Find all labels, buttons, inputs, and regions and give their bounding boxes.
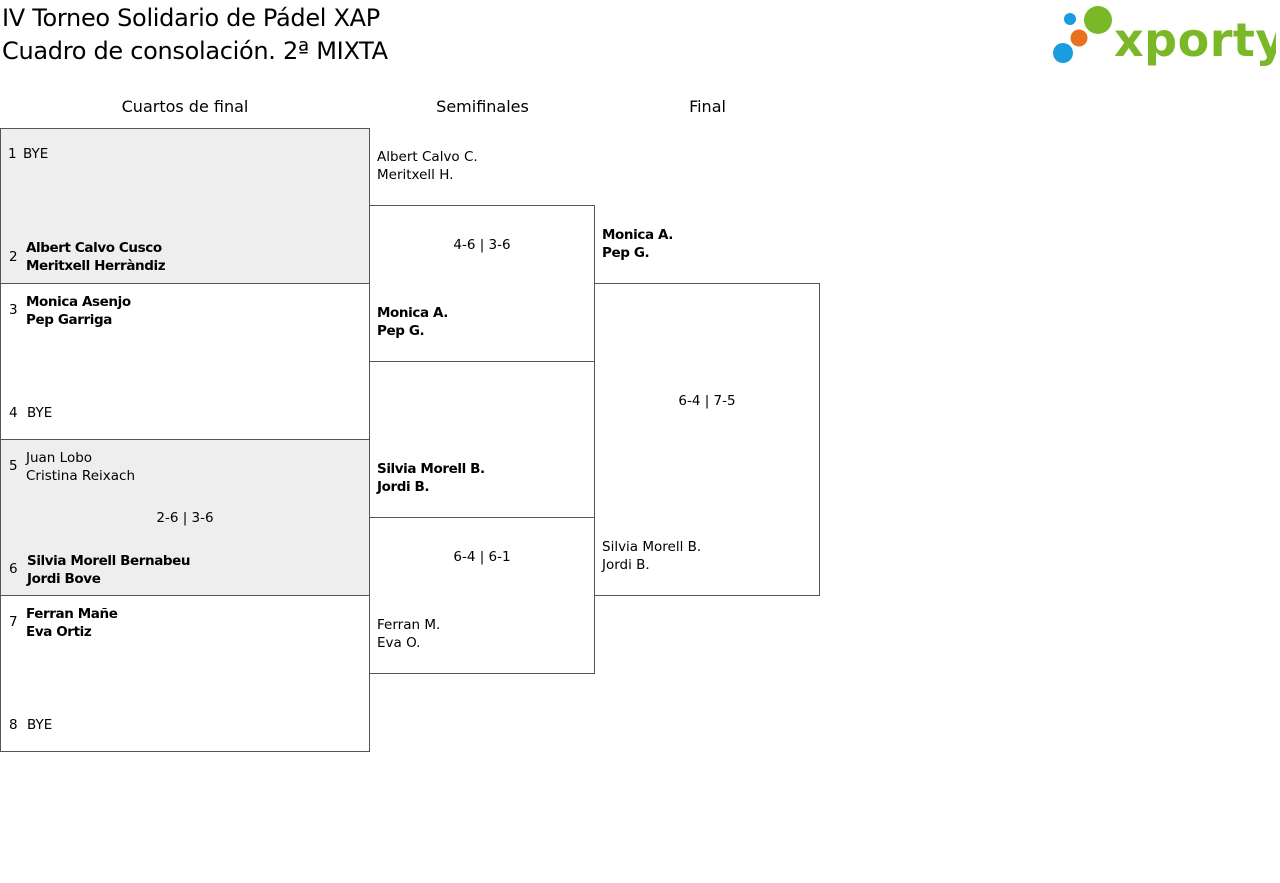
- xporty-logo: xporty: [1053, 6, 1276, 67]
- seed-number: 5: [9, 458, 18, 474]
- seed-number: 4: [9, 405, 18, 421]
- player-name: BYE: [27, 405, 53, 421]
- seed-number: 3: [9, 302, 18, 318]
- logo-text: xporty: [1114, 13, 1276, 67]
- round-header-final: Final: [689, 97, 726, 116]
- page-title: IV Torneo Solidario de Pádel XAP Cuadro …: [2, 2, 388, 68]
- player-name: Silvia Morell B.: [377, 461, 485, 477]
- player-name: Jordi Bove: [27, 571, 101, 587]
- player-name: Pep G.: [377, 323, 425, 339]
- qf-match-3: 5 Juan Lobo Cristina Reixach 2-6 | 3-6 6…: [0, 439, 370, 596]
- logo-dot-blue-small: [1064, 13, 1076, 25]
- seed-number: 6: [9, 561, 18, 577]
- match-score: 6-4 | 6-1: [453, 549, 511, 565]
- player-name: Albert Calvo C.: [377, 149, 478, 165]
- player-name: Meritxell Herràndiz: [26, 258, 166, 274]
- player-name: Monica A.: [377, 305, 448, 321]
- player-name: Silvia Morell Bernabeu: [27, 553, 191, 569]
- logo-dot-orange: [1070, 29, 1088, 47]
- player-name: Monica A.: [602, 227, 673, 243]
- player-name: Jordi B.: [377, 479, 430, 495]
- player-name: Ferran Mañe: [26, 606, 118, 622]
- player-name: Pep G.: [602, 245, 650, 261]
- qf-match-4: 7 Ferran Mañe Eva Ortiz 8 BYE: [0, 595, 370, 752]
- player-name: Cristina Reixach: [26, 468, 135, 484]
- match-score: 6-4 | 7-5: [678, 393, 736, 409]
- player-name: Eva Ortiz: [26, 624, 92, 640]
- round-header-quarterfinals: Cuartos de final: [121, 97, 249, 116]
- player-name: Juan Lobo: [26, 450, 93, 466]
- round-header-semifinals: Semifinales: [436, 97, 529, 116]
- player-name: BYE: [27, 717, 53, 733]
- draw-subtitle: Cuadro de consolación. 2ª MIXTA: [2, 37, 388, 65]
- seed-number: 8: [9, 717, 18, 733]
- match-score: 2-6 | 3-6: [156, 510, 214, 526]
- logo-dot-blue: [1053, 43, 1073, 63]
- player-name: Silvia Morell B.: [602, 539, 702, 555]
- player-name: Ferran M.: [377, 617, 441, 633]
- final-match: 6-4 | 7-5 Silvia Morell B. Jordi B.: [594, 283, 820, 596]
- player-name: Meritxell H.: [377, 167, 454, 183]
- seed-number: 2: [9, 249, 18, 265]
- tournament-title: IV Torneo Solidario de Pádel XAP: [2, 4, 380, 32]
- qf-match-2: 3 Monica Asenjo Pep Garriga 4 BYE: [0, 283, 370, 440]
- qf-match-1: 1 BYE 2 Albert Calvo Cusco Meritxell Her…: [0, 128, 370, 284]
- player-name: Albert Calvo Cusco: [26, 240, 162, 256]
- match-score: 4-6 | 3-6: [453, 237, 511, 253]
- player-name: BYE: [23, 146, 49, 162]
- player-name: Eva O.: [377, 635, 421, 651]
- seed-number: 1: [8, 146, 17, 162]
- player-name: Monica Asenjo: [26, 294, 131, 310]
- sf-match-2: 6-4 | 6-1 Ferran M. Eva O.: [369, 517, 595, 674]
- sf-match-1: 4-6 | 3-6 Monica A. Pep G.: [369, 205, 595, 362]
- seed-number: 7: [9, 614, 18, 630]
- player-name: Pep Garriga: [26, 312, 112, 328]
- logo-dot-green: [1084, 6, 1112, 34]
- player-name: Jordi B.: [602, 557, 650, 573]
